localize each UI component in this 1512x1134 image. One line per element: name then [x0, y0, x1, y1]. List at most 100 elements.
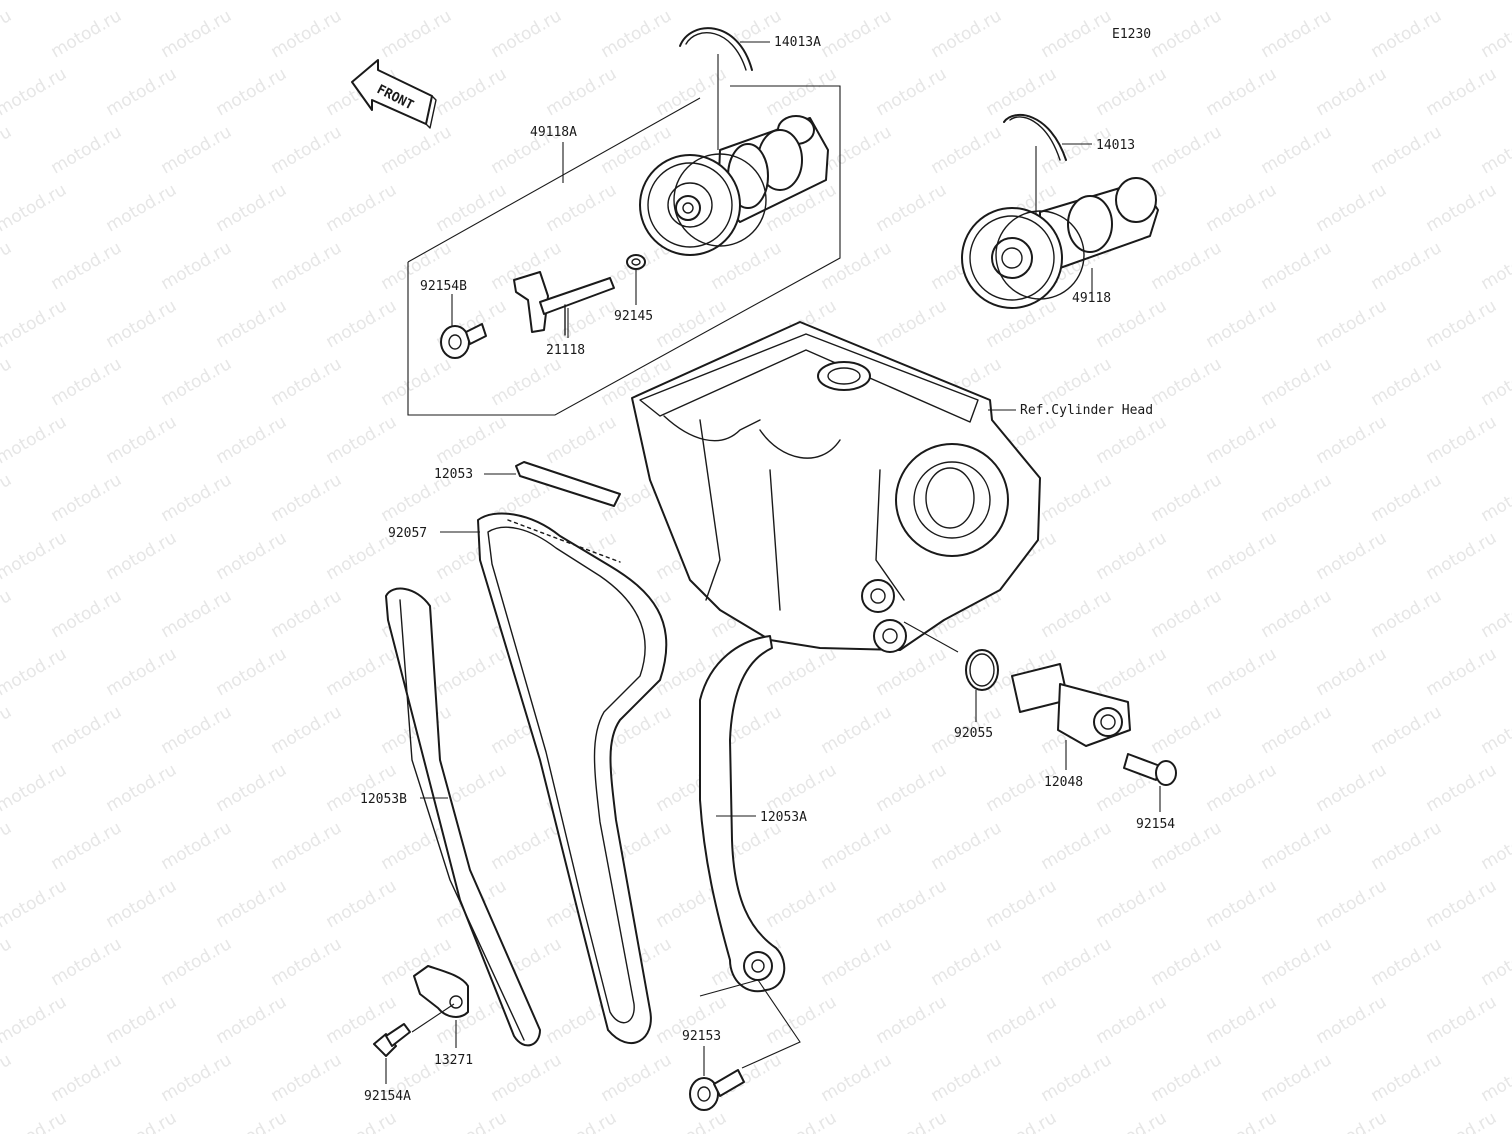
watermark-text: motod.ru: [1093, 992, 1171, 1048]
watermark-text: motod.ru: [1258, 122, 1336, 178]
watermark-text: motod.ru: [818, 818, 896, 874]
watermark-text: motod.ru: [0, 470, 15, 526]
watermark-text: motod.ru: [1423, 876, 1501, 932]
watermark-text: motod.ru: [598, 6, 676, 62]
watermark-text: motod.ru: [818, 122, 896, 178]
watermark-text: motod.ru: [103, 644, 181, 700]
watermark-text: motod.ru: [433, 1108, 511, 1134]
label-92154B: 92154B: [420, 279, 467, 294]
watermark-text: motod.ru: [268, 934, 346, 990]
watermark-text: motod.ru: [653, 296, 731, 352]
watermark-text: motod.ru: [1148, 354, 1226, 410]
part-92154B-bolt: [440, 294, 487, 359]
label-92154A: 92154A: [364, 1089, 411, 1104]
watermark-text: motod.ru: [1423, 1108, 1501, 1134]
watermark-text: motod.ru: [1423, 760, 1501, 816]
watermark-text: motod.ru: [0, 6, 15, 62]
watermark-text: motod.ru: [48, 122, 126, 178]
watermark-text: motod.ru: [983, 1108, 1061, 1134]
watermark-text: motod.ru: [1423, 528, 1501, 584]
watermark-text: motod.ru: [818, 238, 896, 294]
watermark-text: motod.ru: [378, 122, 456, 178]
watermark-text: motod.ru: [1258, 586, 1336, 642]
watermark-text: motod.ru: [543, 0, 621, 4]
watermark-text: motod.ru: [873, 876, 951, 932]
watermark-text: motod.ru: [48, 586, 126, 642]
watermark-text: motod.ru: [1038, 354, 1116, 410]
watermark-text: motod.ru: [1313, 644, 1391, 700]
watermark-text: motod.ru: [103, 412, 181, 468]
watermark-text: motod.ru: [1258, 702, 1336, 758]
watermark-text: motod.ru: [103, 992, 181, 1048]
watermark-text: motod.ru: [158, 818, 236, 874]
watermark-text: motod.ru: [213, 296, 291, 352]
front-arrow-icon: FRONT: [351, 59, 437, 129]
watermark-text: motod.ru: [378, 6, 456, 62]
watermark-text: motod.ru: [1478, 934, 1512, 990]
watermark-text: motod.ru: [1478, 1050, 1512, 1106]
watermark-text: motod.ru: [763, 992, 841, 1048]
watermark-text: motod.ru: [0, 0, 70, 4]
watermark-text: motod.ru: [0, 412, 70, 468]
watermark-text: motod.ru: [1093, 412, 1171, 468]
watermark-text: motod.ru: [48, 238, 126, 294]
watermark-text: motod.ru: [103, 1108, 181, 1134]
watermark-text: motod.ru: [1038, 6, 1116, 62]
watermark-text: motod.ru: [213, 64, 291, 120]
watermark-text: motod.ru: [543, 412, 621, 468]
part-13271-plate: [411, 965, 469, 1048]
watermark-text: motod.ru: [213, 644, 291, 700]
watermark-text: motod.ru: [48, 354, 126, 410]
watermark-text: motod.ru: [1203, 1108, 1281, 1134]
watermark-text: motod.ru: [1093, 876, 1171, 932]
watermark-text: motod.ru: [1148, 122, 1226, 178]
watermark-text: motod.ru: [0, 818, 15, 874]
watermark-text: motod.ru: [928, 1050, 1006, 1106]
watermark-text: motod.ru: [1368, 6, 1446, 62]
watermark-text: motod.ru: [1478, 818, 1512, 874]
watermark-text: motod.ru: [1478, 238, 1512, 294]
watermark-text: motod.ru: [213, 1108, 291, 1134]
watermark-text: motod.ru: [103, 876, 181, 932]
part-12048-chain-tensioner: [1011, 663, 1131, 770]
watermark-text: motod.ru: [1313, 1108, 1391, 1134]
watermark-text: motod.ru: [433, 412, 511, 468]
watermark-text: motod.ru: [213, 992, 291, 1048]
watermark-text: motod.ru: [818, 6, 896, 62]
part-92145-ring: [626, 254, 646, 305]
watermark-text: motod.ru: [1093, 644, 1171, 700]
watermark-text: motod.ru: [1093, 0, 1171, 4]
watermark-text: motod.ru: [1258, 6, 1336, 62]
part-12053-chain-guide: [484, 461, 621, 507]
watermark-text: motod.ru: [1203, 412, 1281, 468]
watermark-text: motod.ru: [103, 180, 181, 236]
watermark-text: motod.ru: [213, 180, 291, 236]
watermark-text: motod.ru: [103, 760, 181, 816]
watermark-text: motod.ru: [268, 1050, 346, 1106]
watermark-text: motod.ru: [543, 1108, 621, 1134]
watermark-text: motod.ru: [1148, 934, 1226, 990]
watermark-text: motod.ru: [1258, 238, 1336, 294]
watermark-text: motod.ru: [1093, 528, 1171, 584]
watermark-text: motod.ru: [543, 64, 621, 120]
watermark-text: motod.ru: [323, 412, 401, 468]
watermark-text: motod.ru: [1423, 412, 1501, 468]
watermark-text: motod.ru: [103, 528, 181, 584]
watermark-text: motod.ru: [1148, 702, 1226, 758]
watermark-text: motod.ru: [1258, 354, 1336, 410]
label-92153: 92153: [682, 1029, 721, 1044]
watermark-text: motod.ru: [1313, 992, 1391, 1048]
watermark-text: motod.ru: [873, 1108, 951, 1134]
watermark-text: motod.ru: [1313, 64, 1391, 120]
watermark-text: motod.ru: [48, 470, 126, 526]
watermark-text: motod.ru: [323, 876, 401, 932]
watermark-text: motod.ru: [1368, 934, 1446, 990]
label-14013: 14013: [1096, 138, 1135, 153]
label-12053B: 12053B: [360, 792, 407, 807]
watermark-text: motod.ru: [1148, 470, 1226, 526]
label-92145: 92145: [614, 309, 653, 324]
watermark-text: motod.ru: [983, 0, 1061, 4]
watermark-text: motod.ru: [763, 0, 841, 4]
watermark-text: motod.ru: [0, 760, 70, 816]
label-92154: 92154: [1136, 817, 1175, 832]
